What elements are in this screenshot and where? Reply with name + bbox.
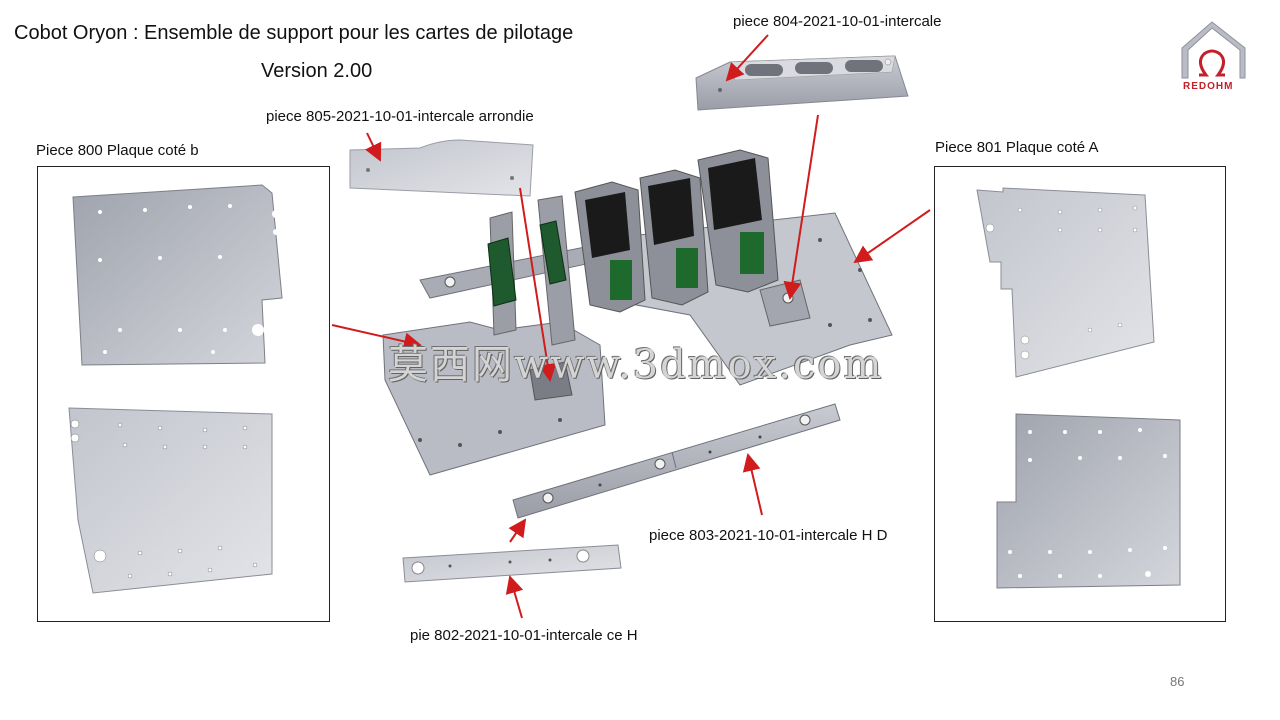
watermark-text: 莫西网www.3dmox.com xyxy=(388,342,884,388)
label-piece-801: Piece 801 Plaque coté A xyxy=(935,139,1099,156)
piece-805-rounded-spacer xyxy=(349,139,534,197)
label-piece-802: pie 802-2021-10-01-intercale ce H xyxy=(410,627,638,644)
piece-802-bar xyxy=(402,544,622,583)
piece-801-plate-top xyxy=(976,187,1155,378)
piece-801-plate-bottom xyxy=(996,413,1181,589)
label-piece-804: piece 804-2021-10-01-intercale xyxy=(733,13,942,30)
piece-804-spacer xyxy=(695,55,909,111)
piece-800-plate-top xyxy=(72,184,283,366)
central-assembly xyxy=(382,149,893,476)
page-number: 86 xyxy=(1170,674,1185,689)
piece-803-bar xyxy=(512,403,841,519)
callout-arrows xyxy=(331,34,931,619)
omega-house-logo-icon xyxy=(1181,21,1246,79)
page-title: Cobot Oryon : Ensemble de support pour l… xyxy=(14,22,574,44)
logo-text: REDOHM xyxy=(1183,81,1234,92)
label-piece-800: Piece 800 Plaque coté b xyxy=(36,142,199,159)
label-piece-805: piece 805-2021-10-01-intercale arrondie xyxy=(266,108,534,125)
version-label: Version 2.00 xyxy=(261,60,373,82)
piece-800-plate-bottom xyxy=(68,407,273,594)
label-piece-803: piece 803-2021-10-01-intercale H D xyxy=(649,527,888,544)
